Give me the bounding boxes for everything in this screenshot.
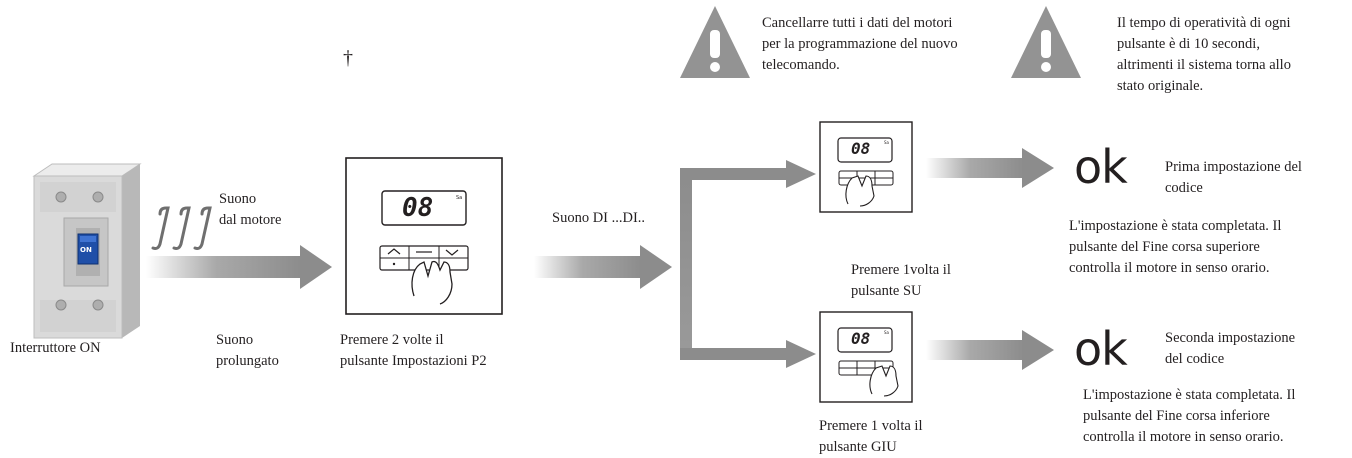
sound-motor-line: dal motore: [219, 212, 282, 228]
remote-main-icon: Sa: [345, 157, 503, 315]
ok-label-first: ok: [1074, 140, 1128, 194]
music-notes-icon: [151, 206, 212, 250]
arrow-down-to-ok: [926, 330, 1054, 370]
arrow-remote-to-branch: [534, 245, 672, 289]
remote-down-icon: Sa: [819, 311, 913, 403]
svg-text:Sa: Sa: [456, 195, 462, 201]
warning-icon-right: [1011, 6, 1081, 78]
ok-label-second: ok: [1074, 322, 1128, 376]
svg-text:Sa: Sa: [884, 140, 890, 145]
step-down-caption: pulsante GIU: [819, 439, 897, 455]
sound-long-line: Suono: [216, 332, 254, 348]
result-first-desc: pulsante del Fine corsa superiore: [1069, 239, 1260, 255]
result-second-desc: pulsante del Fine corsa inferiore: [1083, 408, 1270, 424]
result-first-title: Prima impostazione del: [1165, 159, 1302, 175]
result-second-desc: controlla il motore in senso orario.: [1083, 429, 1284, 445]
remote-main-caption: pulsante Impostazioni P2: [340, 353, 487, 369]
warning-left-line: telecomando.: [762, 57, 840, 73]
warning-left-line: Cancellarre tutti i dati del motori: [762, 15, 953, 31]
remote-main-caption: Premere 2 volte il: [340, 332, 444, 348]
breaker-switch-icon: [32, 163, 142, 339]
warning-left-line: per la programmazione del nuovo: [762, 36, 958, 52]
warning-right-line: Il tempo di operatività di ogni: [1117, 15, 1291, 31]
step-up-caption: Premere 1volta il: [851, 262, 951, 278]
warning-right-line: pulsante è di 10 secondi,: [1117, 36, 1260, 52]
step-up-caption: pulsante SU: [851, 283, 922, 299]
sound-didi: Suono DI ...DI..: [552, 210, 646, 226]
sound-motor-line: Suono: [219, 191, 257, 207]
remote-up-icon: Sa: [819, 121, 913, 213]
result-first-desc: controlla il motore in senso orario.: [1069, 260, 1270, 276]
remote-up-display: 08: [851, 139, 871, 158]
result-first-desc: L'impostazione è stata completata. Il: [1069, 218, 1282, 234]
result-second-desc: L'impostazione è stata completata. Il: [1083, 387, 1296, 403]
warning-right-line: stato originale.: [1117, 78, 1204, 94]
warning-icon-left: [680, 6, 750, 78]
switch-on-badge: ON: [80, 246, 92, 254]
branch-connector: [680, 160, 816, 368]
switch-label: Interruttore ON: [10, 340, 101, 356]
result-first-title: codice: [1165, 180, 1203, 196]
sound-long-line: prolungato: [216, 353, 279, 369]
result-second-title: Seconda impostazione: [1165, 330, 1296, 346]
svg-text:Sa: Sa: [884, 330, 890, 335]
remote-main-display: 08: [402, 193, 434, 223]
result-second-title: del codice: [1165, 351, 1225, 367]
warning-right-line: altrimenti il sistema torna allo: [1117, 57, 1291, 73]
dagger-mark: †: [343, 47, 353, 69]
arrow-switch-to-remote: [146, 245, 332, 289]
arrow-up-to-ok: [926, 148, 1054, 188]
step-down-caption: Premere 1 volta il: [819, 418, 923, 434]
remote-down-display: 08: [851, 329, 871, 348]
